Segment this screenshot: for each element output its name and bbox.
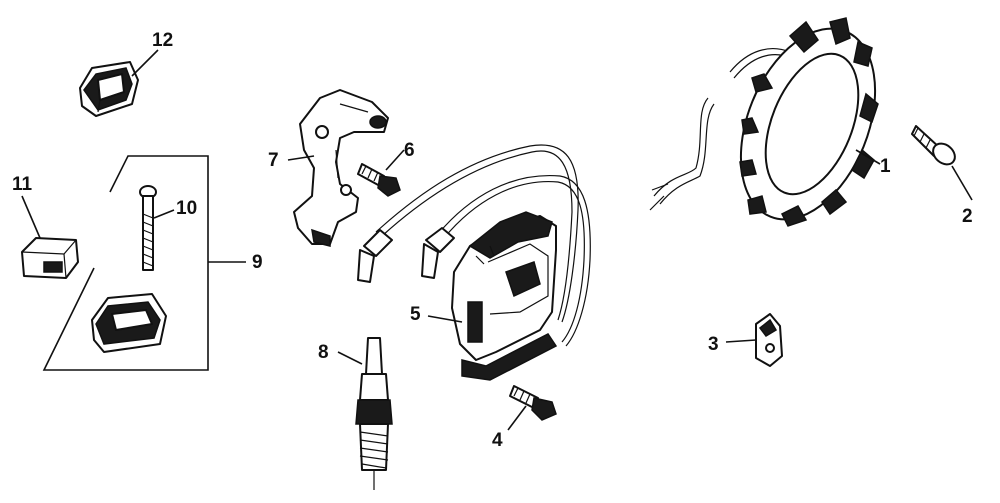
leader-3: [725, 339, 757, 343]
part-3-clip: [755, 313, 783, 367]
leader-2: [951, 165, 973, 201]
callout-2: 2: [962, 206, 973, 227]
leader-12: [131, 49, 159, 77]
callout-6: 6: [404, 140, 415, 161]
part-5-ignition-coil: [357, 144, 591, 381]
callout-4: 4: [492, 430, 503, 451]
part-4-screw: [509, 385, 557, 421]
part-1-stator-ring: [649, 17, 879, 227]
part-10-bolt: [139, 185, 157, 271]
leader-8: [337, 351, 363, 365]
leader-10: [153, 209, 175, 219]
part-6-screw: [357, 163, 401, 197]
callout-1: 1: [880, 156, 891, 177]
callout-8: 8: [318, 342, 329, 363]
leader-11: [21, 195, 41, 239]
callout-3: 3: [708, 334, 719, 355]
callout-10: 10: [176, 198, 197, 219]
part-7-bracket: [293, 89, 389, 247]
callout-11: 11: [12, 174, 33, 195]
part-12-grommet: [79, 61, 139, 117]
part-8-spark-plug: [355, 337, 393, 490]
part-9-group-outline: [42, 155, 246, 371]
part-9-module: [91, 293, 167, 353]
leader-5: [427, 315, 463, 323]
leader-7: [287, 155, 315, 161]
part-11-block: [21, 237, 79, 279]
leader-6: [385, 149, 405, 171]
part-2-bolt: [911, 125, 956, 166]
leader-1: [855, 149, 881, 165]
callout-5: 5: [410, 304, 421, 325]
callout-9: 9: [252, 252, 263, 273]
callout-12: 12: [152, 30, 173, 51]
leader-4: [507, 405, 527, 431]
callout-7: 7: [268, 150, 279, 171]
